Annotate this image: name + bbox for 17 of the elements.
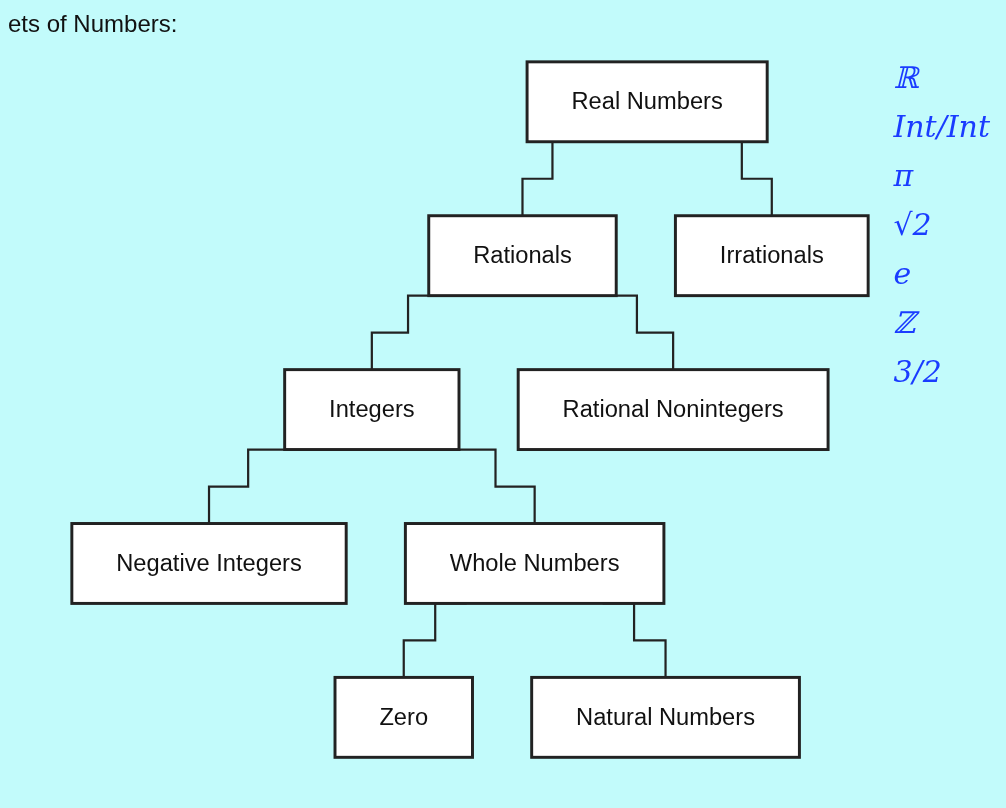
handwritten-note: Int/Int bbox=[893, 109, 990, 144]
node-box: Zero bbox=[333, 675, 474, 759]
node-box: Whole Numbers bbox=[403, 522, 666, 605]
node-box: Natural Numbers bbox=[530, 675, 801, 759]
handwritten-note: e bbox=[893, 256, 913, 291]
node-box: Irrationals bbox=[673, 214, 870, 298]
handwritten-note: √2 bbox=[893, 207, 933, 242]
node-box: Rationals bbox=[427, 214, 618, 298]
handwritten-note: π bbox=[893, 158, 915, 193]
node-box: Negative Integers bbox=[70, 522, 348, 605]
title: ets of Numbers: bbox=[8, 10, 178, 38]
node-box: Rational Nonintegers bbox=[516, 368, 830, 451]
handwritten-note: 3/2 bbox=[893, 354, 943, 389]
node-box: Real Numbers bbox=[525, 60, 769, 144]
handwritten-note: ℝ bbox=[893, 60, 921, 95]
handwritten-note: ℤ bbox=[893, 305, 990, 340]
node-box: Integers bbox=[283, 368, 461, 451]
